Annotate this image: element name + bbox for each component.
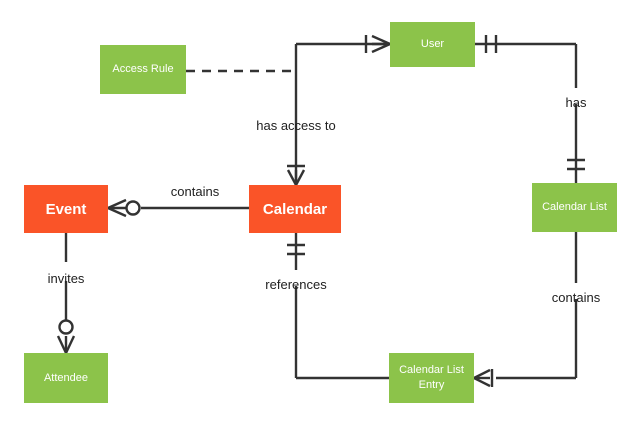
- relationship-label-contains-event-calendar-text: contains: [170, 184, 220, 199]
- relationship-label-has: has: [566, 95, 587, 110]
- connector-event-contains-calendar: [107, 198, 249, 218]
- relationship-label-invites-text: invites: [47, 271, 85, 286]
- connector-has-access-to: [286, 34, 391, 186]
- relationship-label-contains-event-calendar: contains: [171, 184, 219, 199]
- entity-attendee-label: Attendee: [43, 371, 89, 384]
- connector-calendar-list-contains-entry: [473, 232, 578, 388]
- relationship-label-contains-list-entry-text: contains: [551, 290, 601, 305]
- relationship-label-contains-list-entry: contains: [552, 290, 600, 305]
- entity-event[interactable]: Event: [24, 185, 108, 233]
- entity-attendee[interactable]: Attendee: [24, 353, 108, 403]
- relationship-label-invites: invites: [48, 271, 85, 286]
- connector-calendar-references-entry: [287, 233, 389, 380]
- connector-event-invites-attendee: [56, 233, 76, 354]
- relationship-label-has-text: has: [565, 95, 587, 110]
- entity-calendar-list-entry-label: Calendar List Entry: [399, 364, 464, 391]
- entity-calendar-list-entry[interactable]: Calendar List Entry: [389, 353, 474, 403]
- relationship-label-references-text: references: [265, 277, 327, 292]
- entity-calendar[interactable]: Calendar: [249, 185, 341, 233]
- connector-user-has-calendar-list: [475, 35, 585, 183]
- entity-user-label: User: [420, 38, 445, 50]
- entity-calendar-list-label: Calendar List: [542, 201, 607, 213]
- entity-access-rule[interactable]: Access Rule: [100, 45, 186, 94]
- entity-user[interactable]: User: [390, 22, 475, 67]
- relationship-label-has-access-to-text: has access to: [256, 118, 336, 133]
- entity-access-rule-label: Access Rule: [112, 63, 174, 75]
- entity-calendar-label: Calendar: [262, 200, 328, 218]
- entity-event-label: Event: [45, 200, 87, 218]
- entity-calendar-list[interactable]: Calendar List: [532, 183, 617, 232]
- relationship-label-has-access-to: has access to: [256, 118, 336, 133]
- relationship-label-references: references: [265, 277, 326, 292]
